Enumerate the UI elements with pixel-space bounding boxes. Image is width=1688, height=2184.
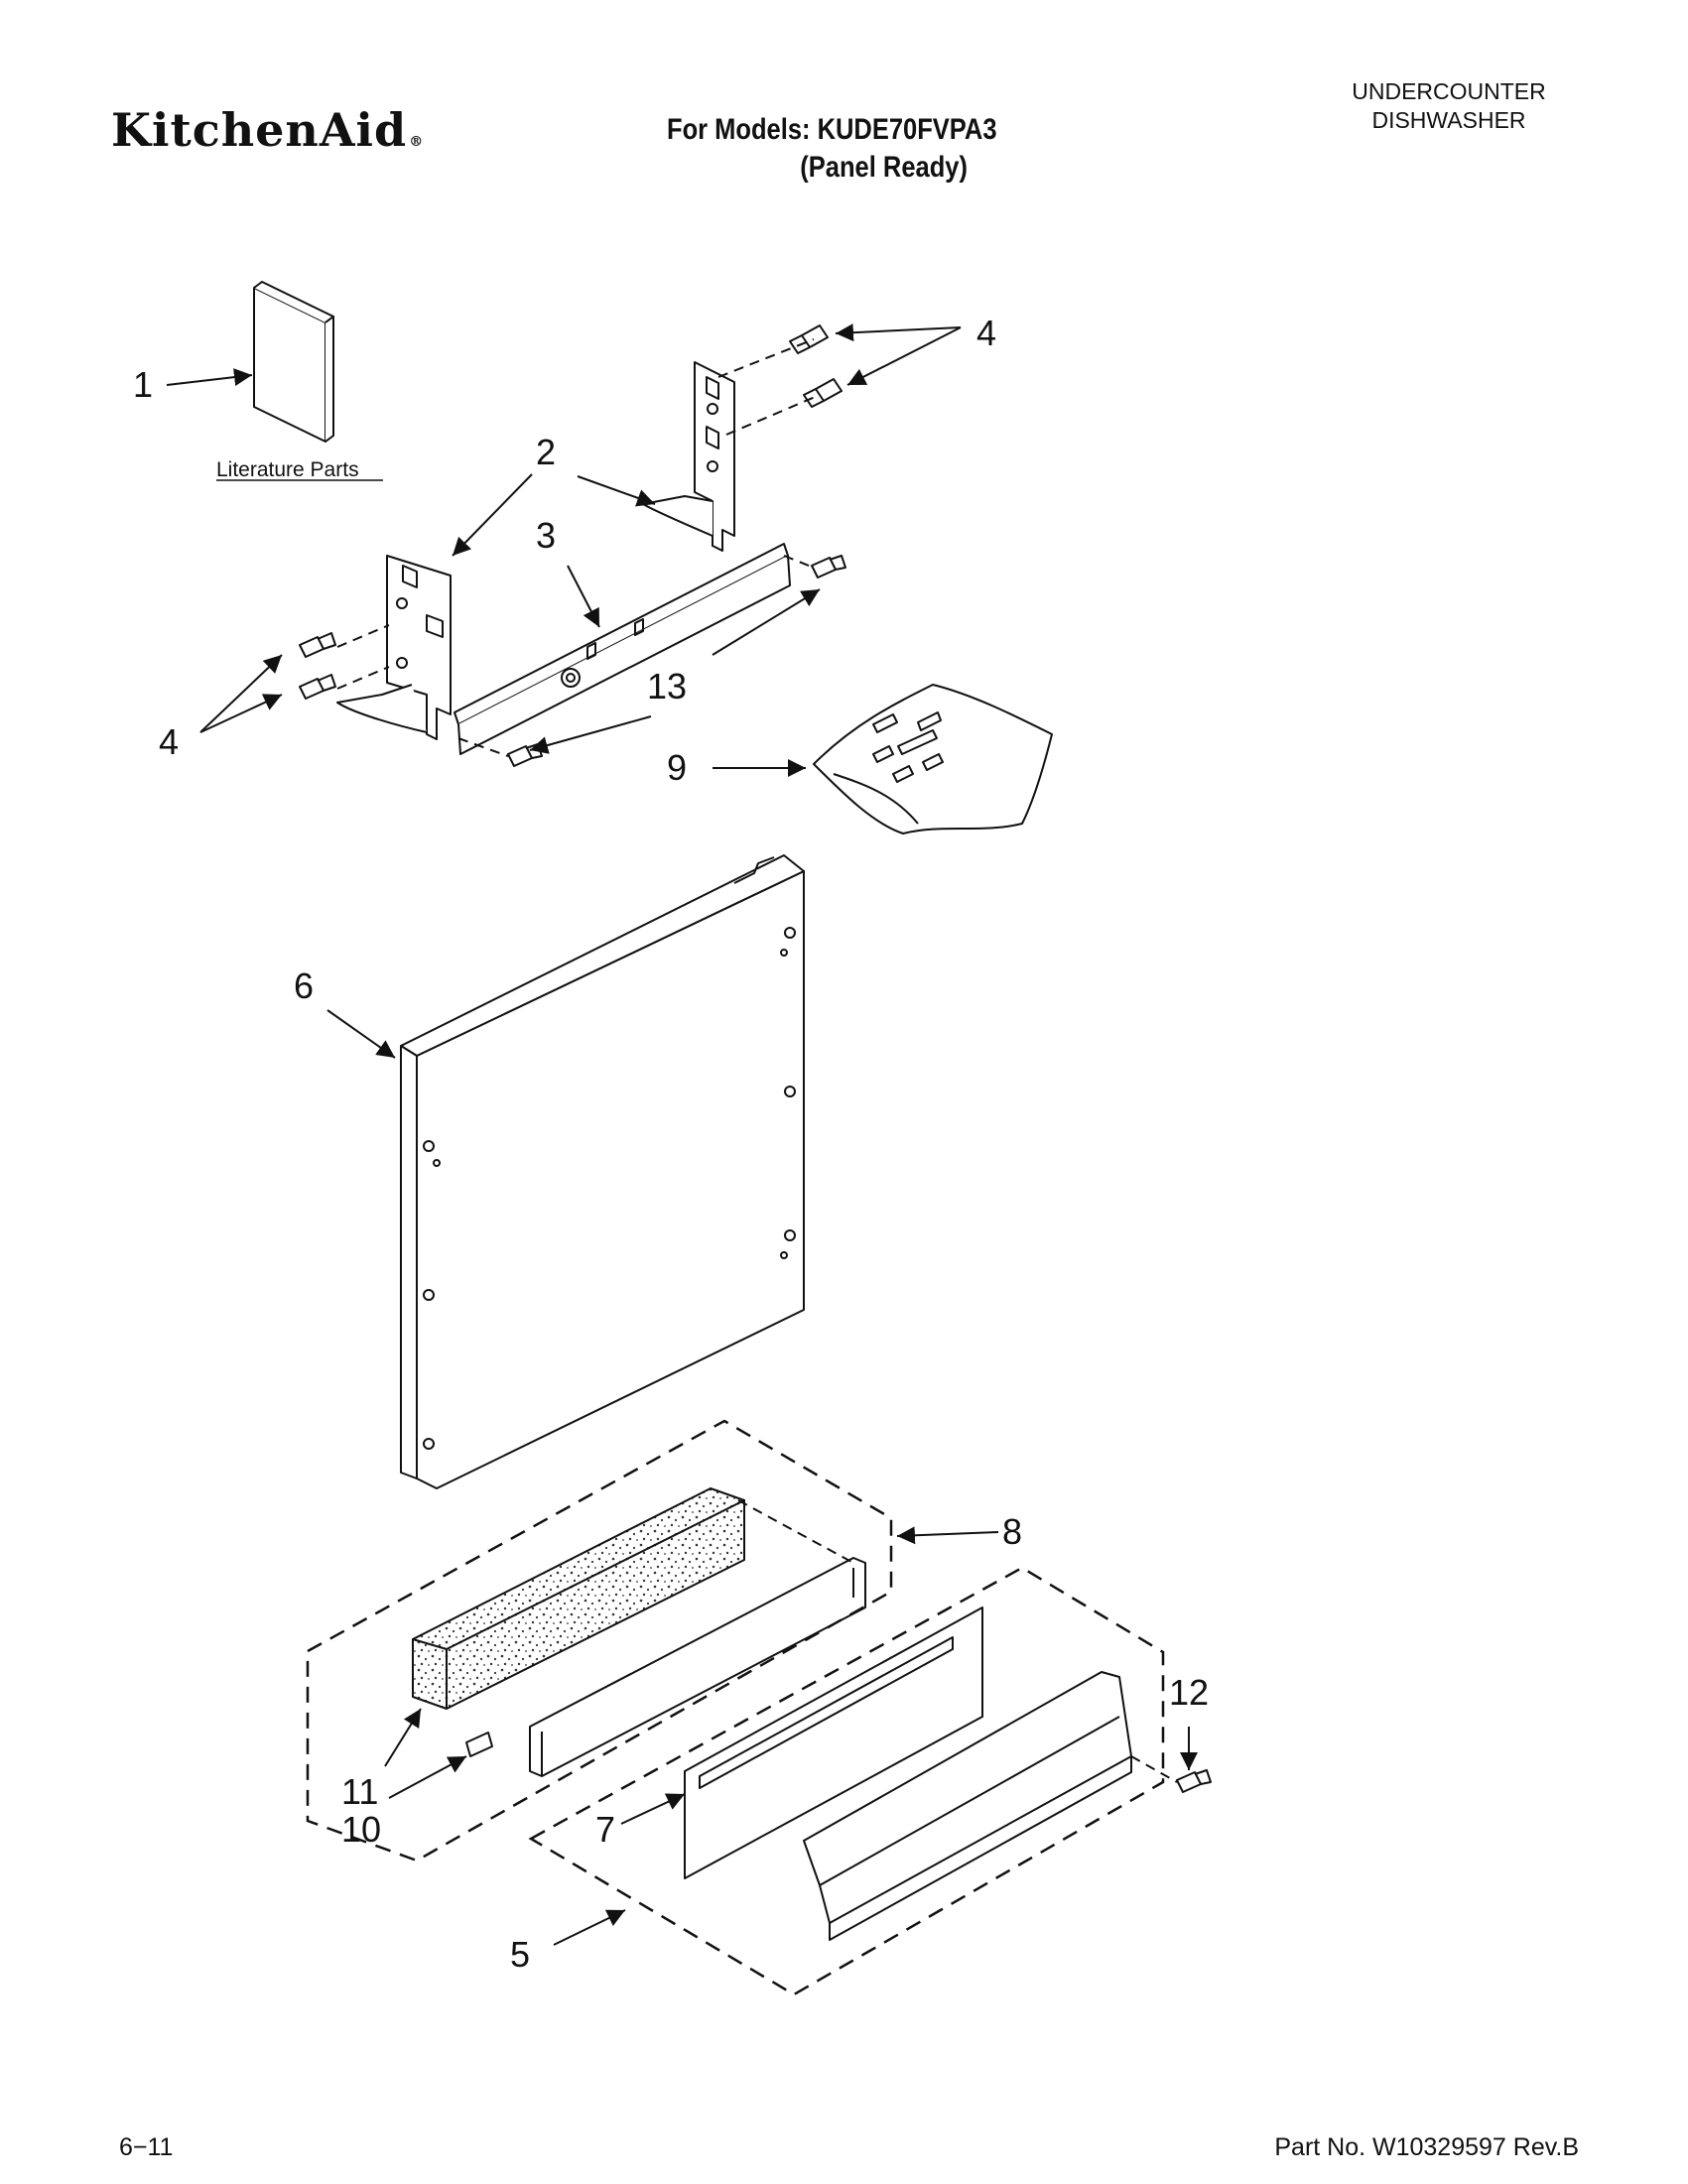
product-type: UNDERCOUNTER DISHWASHER — [1290, 77, 1608, 135]
mounting-bracket-left — [336, 555, 452, 740]
product-line-2: DISHWASHER — [1371, 107, 1526, 133]
toe-panel-screw — [1176, 1769, 1212, 1793]
kick-plate — [684, 1606, 983, 1879]
assembly-outline-5 — [528, 1566, 1165, 1996]
product-line-1: UNDERCOUNTER — [1352, 78, 1546, 104]
screw-pair-lower — [299, 632, 336, 700]
callout-3: 3 — [536, 515, 556, 556]
screw-pair-upper — [789, 324, 843, 408]
callout-4-upper: 4 — [976, 313, 996, 353]
door-crossbar — [454, 543, 791, 755]
models-line: For Models: KUDE70FVPA3 — [667, 113, 997, 146]
literature-parts-label: Literature Parts — [216, 458, 359, 481]
part-number: Part No. W10329597 Rev.B — [1274, 2133, 1579, 2161]
callout-9: 9 — [667, 747, 687, 788]
toe-panel-strip — [529, 1557, 866, 1777]
literature-booklet — [253, 281, 334, 443]
callout-10: 10 — [341, 1809, 381, 1850]
panel-ready-line: (Panel Ready) — [800, 151, 968, 184]
hardware-bag — [813, 684, 1053, 835]
callout-12: 12 — [1169, 1672, 1209, 1713]
callout-4-lower: 4 — [159, 721, 179, 762]
assembly-outline-8 — [306, 1419, 893, 1863]
door-panel — [400, 854, 805, 1489]
foam-insulation — [412, 1487, 745, 1710]
clip — [465, 1732, 493, 1757]
callout-8: 8 — [1002, 1511, 1022, 1552]
callout-11: 11 — [341, 1771, 378, 1812]
date-code: 6−11 — [119, 2133, 174, 2161]
registered-mark: ® — [409, 134, 425, 150]
callout-2: 2 — [536, 432, 556, 472]
brand-logo: KitchenAid® — [111, 103, 424, 157]
callout-13: 13 — [647, 666, 687, 707]
callout-6: 6 — [294, 965, 314, 1006]
brand-name: KitchenAid — [111, 103, 408, 157]
models-heading: For Models: KUDE70FVPA3 (Panel Ready) — [667, 111, 996, 187]
mounting-bracket-right — [642, 361, 735, 552]
callout-7: 7 — [595, 1809, 615, 1850]
callout-1: 1 — [133, 364, 153, 405]
callout-5: 5 — [510, 1934, 530, 1975]
